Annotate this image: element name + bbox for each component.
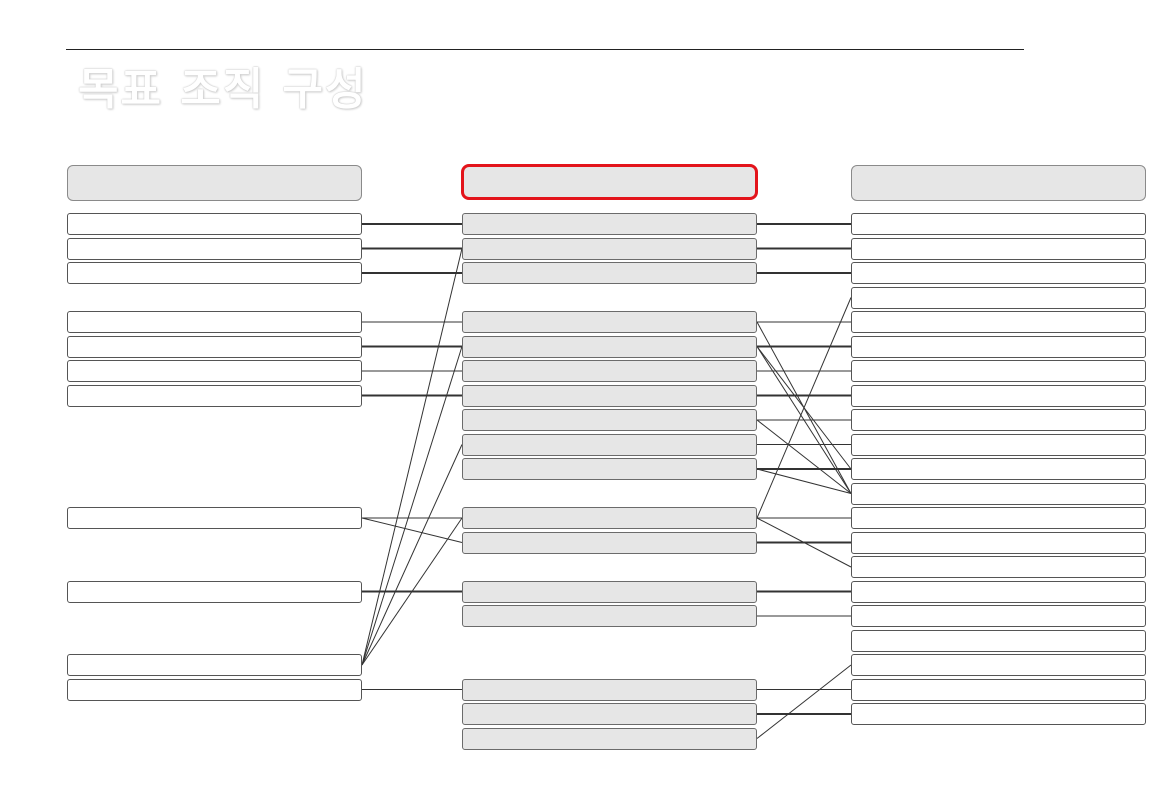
middle-node	[462, 703, 757, 725]
left-node	[67, 335, 362, 358]
left-node	[67, 311, 362, 333]
right-node	[851, 360, 1146, 382]
right-node	[851, 286, 1146, 309]
right-node	[851, 556, 1146, 578]
connector-line	[756, 419, 852, 494]
connector-line	[361, 248, 463, 666]
middle-node	[462, 458, 757, 480]
middle-node	[462, 507, 757, 529]
left-node	[67, 262, 362, 284]
column-header-right	[851, 165, 1146, 201]
right-node	[851, 703, 1146, 725]
right-node	[851, 605, 1146, 627]
left-node	[67, 360, 362, 382]
right-node	[851, 311, 1146, 333]
left-node	[67, 678, 362, 701]
connector-line	[361, 517, 463, 666]
right-node	[851, 384, 1146, 407]
right-node	[851, 213, 1146, 235]
middle-node	[462, 678, 757, 701]
right-node	[851, 458, 1146, 480]
left-node	[67, 384, 362, 407]
column-header-middle	[461, 164, 758, 200]
middle-node	[462, 605, 757, 627]
right-node	[851, 237, 1146, 260]
connector-line	[361, 444, 463, 666]
left-node	[67, 213, 362, 235]
connector-line	[361, 517, 463, 543]
left-node	[67, 654, 362, 676]
right-node	[851, 262, 1146, 284]
right-node	[851, 678, 1146, 701]
middle-node	[462, 360, 757, 382]
left-node	[67, 237, 362, 260]
right-node	[851, 654, 1146, 676]
middle-node	[462, 311, 757, 333]
right-node	[851, 507, 1146, 529]
right-node	[851, 335, 1146, 358]
middle-node	[462, 433, 757, 456]
middle-node	[462, 262, 757, 284]
right-node	[851, 580, 1146, 603]
right-node	[851, 629, 1146, 652]
left-node	[67, 507, 362, 529]
connector-line	[756, 297, 852, 519]
left-node	[67, 580, 362, 603]
middle-node	[462, 213, 757, 235]
middle-node	[462, 384, 757, 407]
middle-node	[462, 409, 757, 431]
middle-node	[462, 237, 757, 260]
column-header-left	[67, 165, 362, 201]
middle-node	[462, 727, 757, 750]
top-rule	[66, 49, 1024, 50]
connector-line	[756, 468, 852, 494]
connector-line	[361, 346, 463, 666]
right-node	[851, 409, 1146, 431]
right-node	[851, 433, 1146, 456]
middle-node	[462, 580, 757, 603]
connector-line	[756, 664, 852, 739]
right-node	[851, 531, 1146, 554]
right-node	[851, 482, 1146, 505]
middle-node	[462, 531, 757, 554]
page-title: 목표 조직 구성	[78, 64, 368, 115]
middle-node	[462, 335, 757, 358]
